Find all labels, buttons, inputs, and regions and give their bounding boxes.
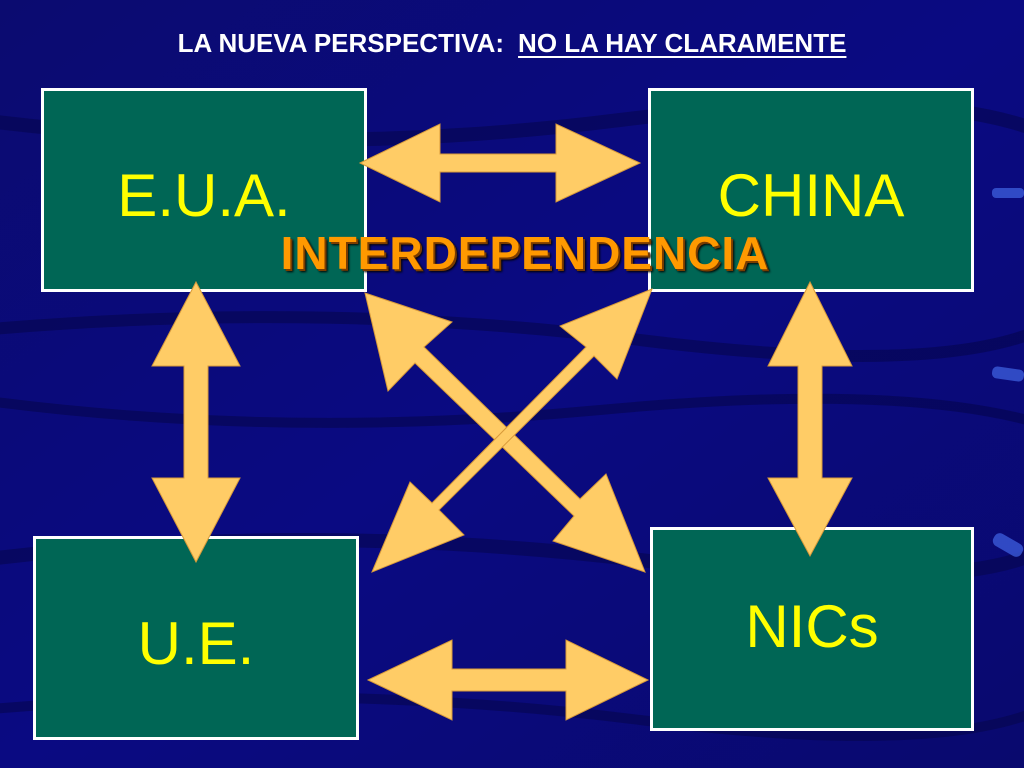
slide-title: LA NUEVA PERSPECTIVA: NO LA HAY CLARAMENT… [0,28,1024,59]
node-nics-label: NICs [745,593,879,660]
arrow-china-nics [767,280,853,558]
node-china: CHINA [648,88,974,292]
node-eua-label: E.U.A. [117,162,291,229]
title-underlined-text: NO LA HAY CLARAMENTE [518,28,847,58]
node-china-label: CHINA [717,162,905,229]
arrow-eua-china [358,123,642,203]
center-label-interdependencia: INTERDEPENDENCIA [280,227,770,279]
node-ue-label: U.E. [137,610,255,677]
node-ue: U.E. [33,536,359,740]
node-eua: E.U.A. [41,88,367,292]
title-text: LA NUEVA PERSPECTIVA: [177,28,505,58]
arrow-eua-ue [151,280,241,564]
node-nics: NICs [650,527,974,731]
arrow-ue-nics [366,639,650,721]
arrow-china-ue [371,288,653,573]
